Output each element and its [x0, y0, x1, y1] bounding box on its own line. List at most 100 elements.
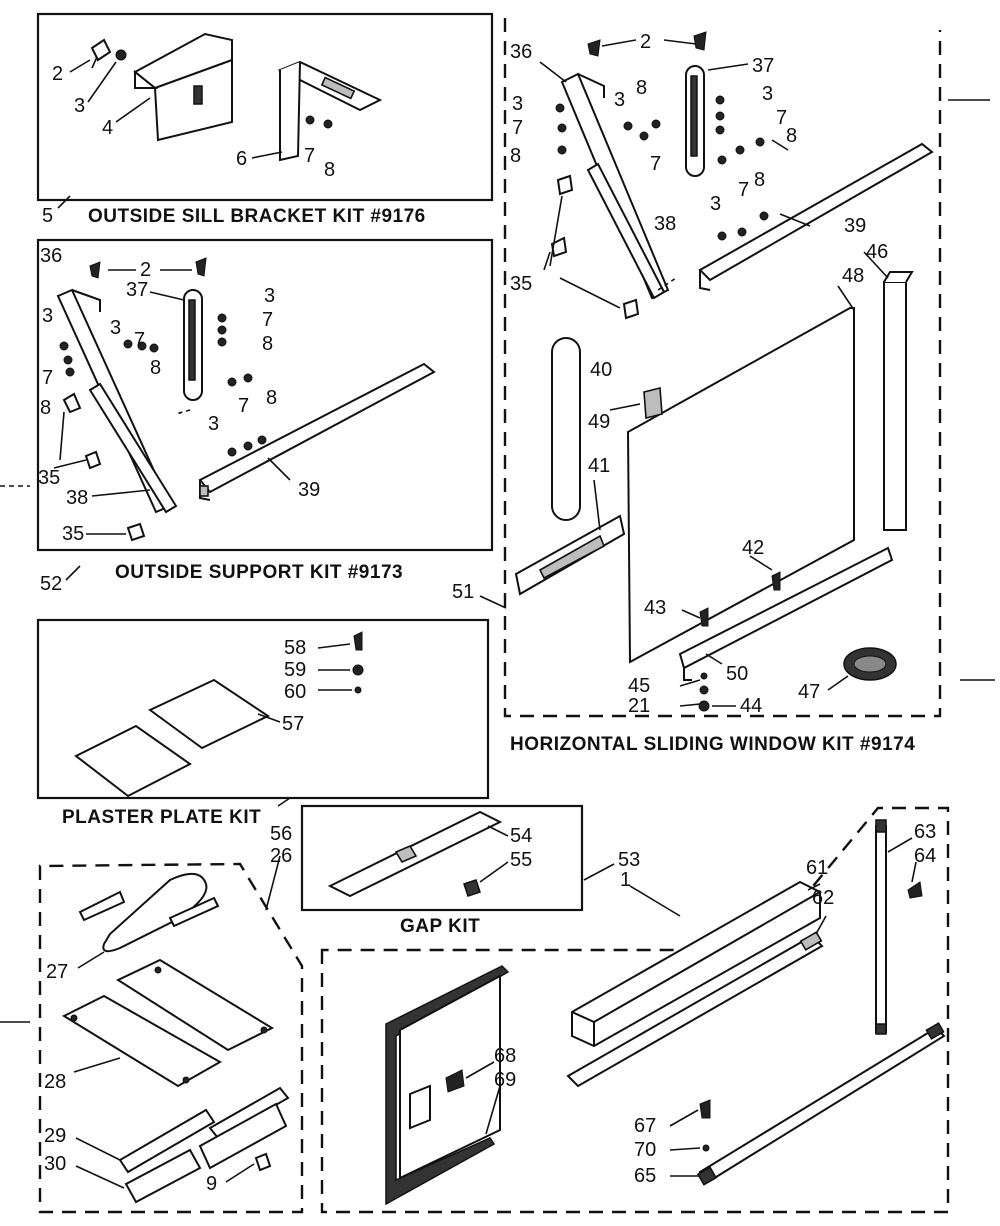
callout-26: 26	[270, 845, 292, 867]
callout-9: 9	[206, 1173, 217, 1195]
kit-26-leaders	[73, 951, 255, 1189]
callout-6: 6	[236, 148, 247, 170]
window-kit-leaders	[479, 39, 889, 707]
window-kit-frame	[503, 18, 942, 718]
kit-1-leaders	[465, 837, 917, 1177]
gap-kit-frame	[300, 804, 584, 912]
callout-3: 3	[264, 285, 275, 307]
gap-kit-parts	[327, 810, 503, 898]
callout-7: 7	[262, 309, 273, 331]
plaster-plate-parts	[74, 631, 364, 798]
window-kit-label: HORIZONTAL SLIDING WINDOW KIT #9174	[510, 734, 915, 755]
callout-7: 7	[776, 107, 787, 129]
callout-3: 3	[208, 413, 219, 435]
callout-51: 51	[452, 581, 474, 603]
callout-27: 27	[46, 961, 68, 983]
callout-54: 54	[510, 825, 532, 847]
callout-49: 49	[588, 411, 610, 433]
callout-3: 3	[110, 317, 121, 339]
callout-46: 46	[866, 241, 888, 263]
callout-29: 29	[44, 1125, 66, 1147]
callout-7: 7	[738, 179, 749, 201]
callout-39: 39	[298, 479, 320, 501]
callout-7: 7	[238, 395, 249, 417]
callout-8: 8	[150, 357, 161, 379]
kit-26-parts	[61, 873, 290, 1204]
kit-1-parts	[385, 819, 946, 1206]
callout-67: 67	[634, 1115, 656, 1137]
callout-8: 8	[636, 77, 647, 99]
sill-bracket-parts	[90, 32, 383, 162]
callout-21: 21	[628, 695, 650, 717]
sill-bracket-kit-frame	[36, 12, 494, 202]
callout-58: 58	[284, 637, 306, 659]
gap-kit-leaders	[479, 825, 615, 883]
callout-45: 45	[628, 675, 650, 697]
callout-68: 68	[494, 1045, 516, 1067]
callout-7: 7	[134, 329, 145, 351]
callout-38: 38	[654, 213, 676, 235]
callout-2: 2	[140, 259, 151, 281]
callout-7: 7	[42, 367, 53, 389]
kit-26-frame	[38, 862, 304, 1214]
callout-3: 3	[710, 193, 721, 215]
plaster-plate-leaders	[257, 643, 352, 911]
callout-35: 35	[510, 273, 532, 295]
callout-53: 53	[618, 849, 640, 871]
callout-43: 43	[644, 597, 666, 619]
support-kit-label: OUTSIDE SUPPORT KIT #9173	[115, 562, 403, 583]
callout-59: 59	[284, 659, 306, 681]
callout-7: 7	[650, 153, 661, 175]
callout-37: 37	[752, 55, 774, 77]
callout-8: 8	[786, 125, 797, 147]
callout-8: 8	[324, 159, 335, 181]
window-kit-parts	[514, 31, 934, 712]
callout-63: 63	[914, 821, 936, 843]
callout-3: 3	[512, 93, 523, 115]
callout-4: 4	[102, 117, 113, 139]
callout-50: 50	[726, 663, 748, 685]
callout-62: 62	[812, 887, 834, 909]
callout-70: 70	[634, 1139, 656, 1161]
plaster-plate-kit-frame	[36, 618, 490, 800]
callout-8: 8	[40, 397, 51, 419]
callout-3: 3	[614, 89, 625, 111]
callout-38: 38	[66, 487, 88, 509]
callout-8: 8	[262, 333, 273, 355]
callout-2: 2	[52, 63, 63, 85]
callout-8: 8	[754, 169, 765, 191]
callout-47: 47	[798, 681, 820, 703]
support-kit-parts	[56, 257, 436, 542]
callout-36: 36	[40, 245, 62, 267]
support-kit-frame	[36, 238, 494, 552]
callout-39: 39	[844, 215, 866, 237]
callout-44: 44	[740, 695, 762, 717]
sill-bracket-leaders	[57, 59, 283, 209]
callout-35: 35	[38, 467, 60, 489]
callout-1: 1	[620, 869, 631, 891]
callout-37: 37	[126, 279, 148, 301]
callout-69: 69	[494, 1069, 516, 1091]
callout-28: 28	[44, 1071, 66, 1093]
callout-42: 42	[742, 537, 764, 559]
callout-5: 5	[42, 205, 53, 227]
callout-57: 57	[282, 713, 304, 735]
callout-52: 52	[40, 573, 62, 595]
callout-61: 61	[806, 857, 828, 879]
callout-60: 60	[284, 681, 306, 703]
sill-bracket-kit-label: OUTSIDE SILL BRACKET KIT #9176	[88, 206, 426, 227]
callout-7: 7	[304, 145, 315, 167]
callout-40: 40	[590, 359, 612, 381]
callout-41: 41	[588, 455, 610, 477]
callout-30: 30	[44, 1153, 66, 1175]
callout-3: 3	[762, 83, 773, 105]
plaster-plate-kit-label: PLASTER PLATE KIT	[62, 807, 261, 828]
callout-8: 8	[510, 145, 521, 167]
callout-8: 8	[266, 387, 277, 409]
callout-56: 56	[270, 823, 292, 845]
gap-kit-label: GAP KIT	[400, 916, 480, 937]
callout-65: 65	[634, 1165, 656, 1187]
support-kit-leaders	[53, 269, 291, 581]
callout-48: 48	[842, 265, 864, 287]
callout-55: 55	[510, 849, 532, 871]
